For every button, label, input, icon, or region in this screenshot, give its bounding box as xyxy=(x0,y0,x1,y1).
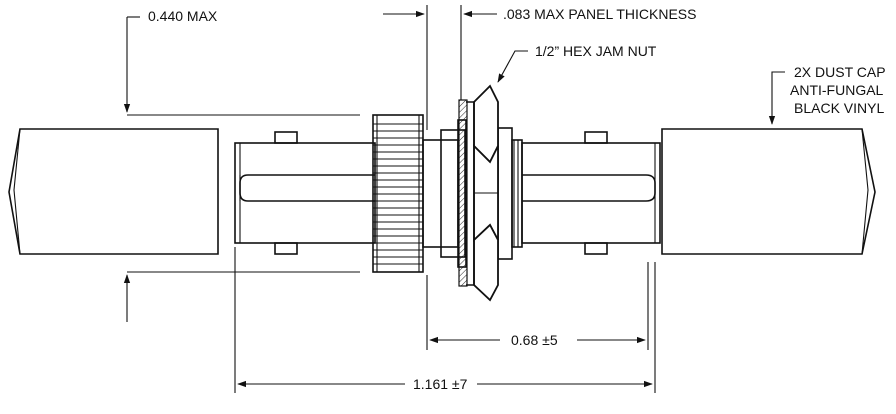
hex-jam-nut xyxy=(466,84,499,302)
left-connector-body xyxy=(234,131,376,255)
right-connector-body xyxy=(521,131,661,255)
hex-nut-label: 1/2” HEX JAM NUT xyxy=(535,43,657,59)
hex-nut-callout: 1/2” HEX JAM NUT xyxy=(497,43,657,83)
dim-panel-thickness: .083 MAX PANEL THICKNESS xyxy=(383,5,696,130)
dim-max-diameter: 0.440 MAX xyxy=(123,8,360,322)
knurled-coupling-nut xyxy=(372,114,424,273)
panel-section xyxy=(458,99,468,287)
dim-short-label: 0.68 ±5 xyxy=(511,332,558,348)
dust-cap-label-2: ANTI-FUNGAL xyxy=(790,82,884,98)
dust-cap-label-3: BLACK VINYL xyxy=(794,100,884,116)
left-dust-cap xyxy=(8,128,219,255)
panel-thickness-label: .083 MAX PANEL THICKNESS xyxy=(503,6,696,22)
dim-short: 0.68 ±5 xyxy=(426,262,649,350)
bulkhead-body xyxy=(422,99,523,287)
dim-long: 1.161 ±7 xyxy=(234,247,656,393)
dim-long-label: 1.161 ±7 xyxy=(413,376,468,392)
max-diameter-label: 0.440 MAX xyxy=(148,8,218,24)
dust-cap-callout: 2X DUST CAP ANTI-FUNGAL BLACK VINYL xyxy=(768,64,886,125)
right-dust-cap xyxy=(661,128,876,255)
dust-cap-label-1: 2X DUST CAP xyxy=(794,64,886,80)
